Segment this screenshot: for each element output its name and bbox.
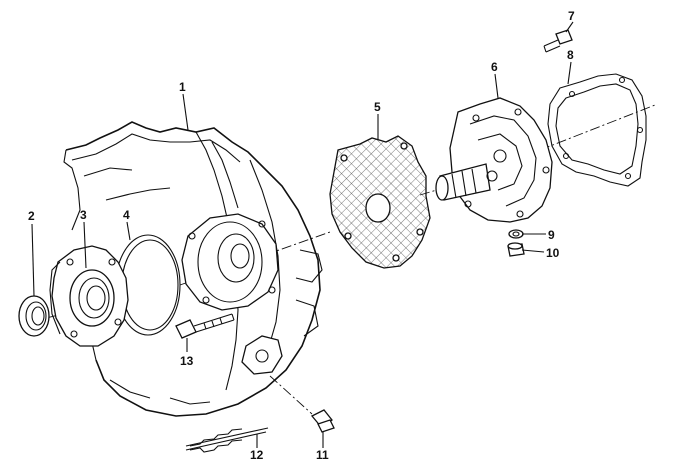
screw-part-7 — [543, 29, 573, 53]
callout-10: 10 — [546, 246, 560, 260]
leader-lines — [31, 21, 574, 448]
gasket-part-5 — [329, 135, 431, 269]
callout-3: 3 — [80, 208, 87, 222]
oil-pump-part-6 — [435, 97, 553, 223]
cover-gasket-part-8 — [547, 73, 647, 187]
bolt-part-13 — [175, 313, 235, 339]
drain-plug-part-11 — [269, 375, 335, 433]
callout-13: 13 — [180, 354, 194, 368]
flange-cover-part-3 — [49, 245, 129, 347]
callout-9: 9 — [548, 228, 555, 242]
washer-part-9 — [508, 229, 524, 239]
bell-housing-part-1 — [63, 121, 323, 417]
callout-4: 4 — [123, 208, 130, 222]
callout-1: 1 — [179, 80, 186, 94]
callout-8: 8 — [567, 48, 574, 62]
shaft-seal-part-2 — [18, 295, 50, 337]
shim-strips-part-12 — [185, 427, 269, 453]
callout-7: 7 — [568, 9, 575, 23]
callout-5: 5 — [374, 100, 381, 114]
callout-6: 6 — [491, 60, 498, 74]
callout-2: 2 — [28, 209, 35, 223]
plug-part-10 — [507, 242, 525, 257]
callout-labels: 1 2 3 4 5 6 7 8 9 10 11 12 13 — [28, 9, 575, 461]
callout-11: 11 — [316, 448, 329, 461]
callout-12: 12 — [250, 448, 264, 461]
